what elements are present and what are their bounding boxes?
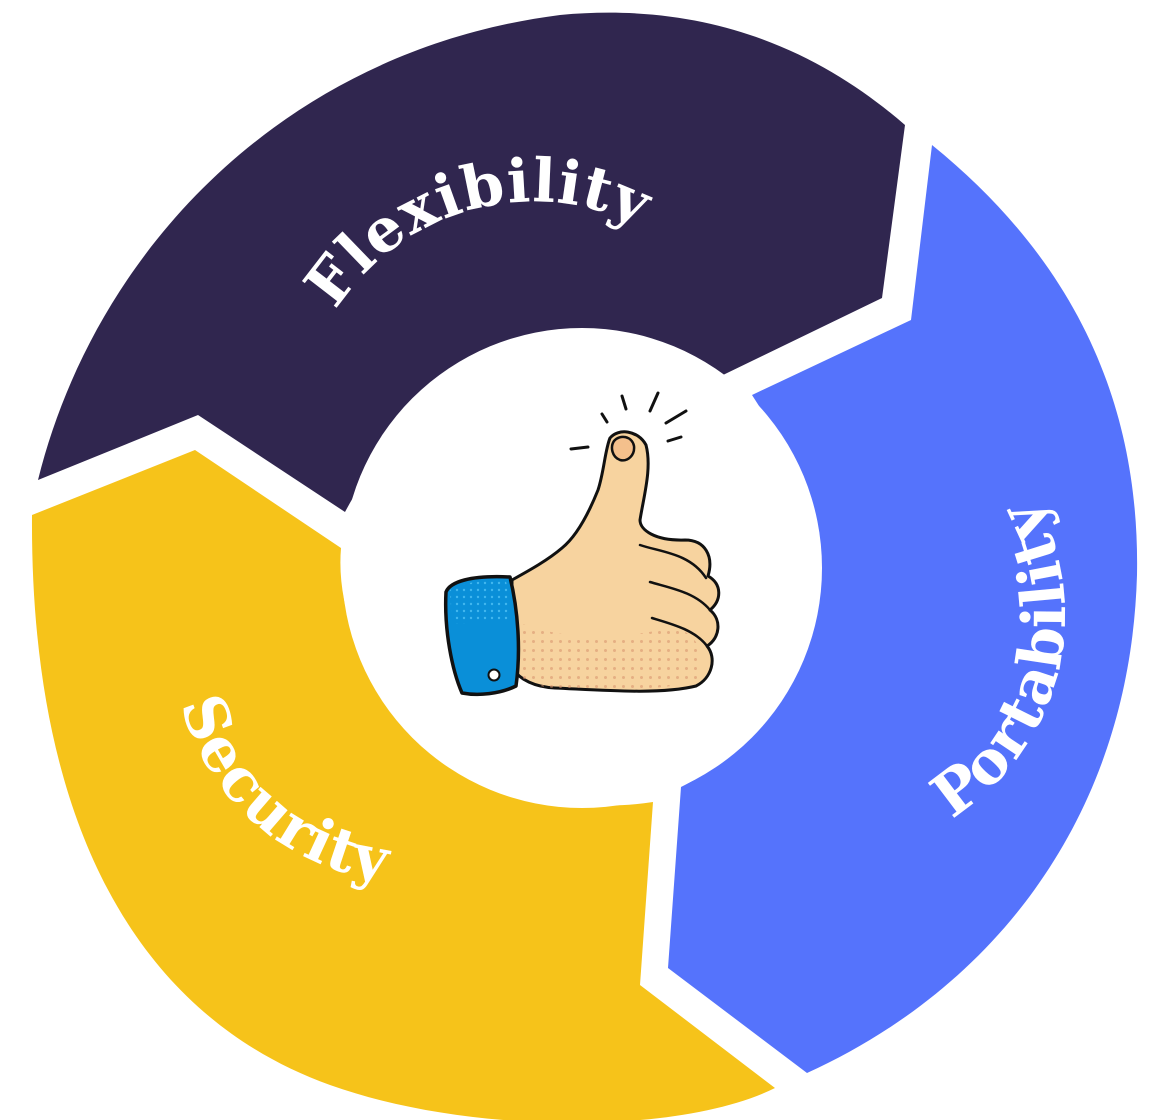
hand: [510, 430, 721, 693]
cuff-button: [487, 668, 501, 682]
thumbnail: [610, 435, 636, 462]
finger-creases: [638, 543, 712, 648]
thumbs-up-icon: [443, 391, 721, 697]
segment-flexibility: [38, 12, 905, 512]
segment-security: [31, 450, 775, 1120]
shirt-cuff-texture: [450, 580, 511, 624]
emphasis-lines: [569, 391, 688, 451]
segment-portability: [668, 145, 1138, 1073]
hand-shading: [512, 620, 701, 690]
